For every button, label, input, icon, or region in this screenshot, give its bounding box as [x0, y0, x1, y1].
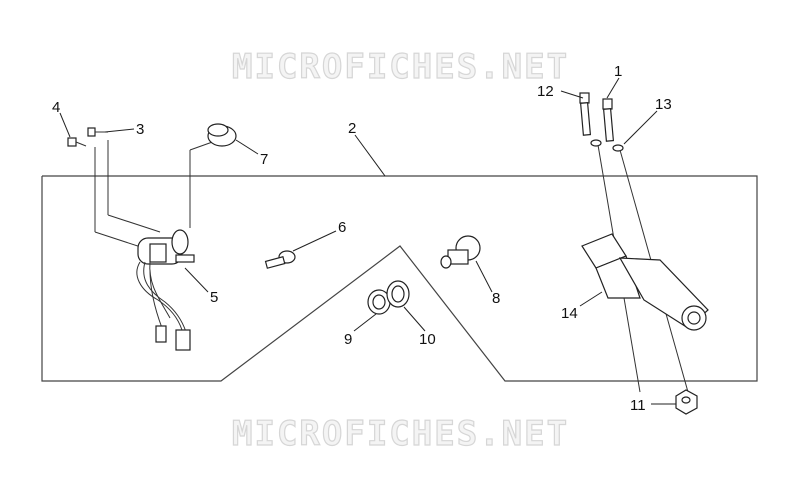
ignition-switch-part — [94, 139, 219, 351]
assembly-outline — [41, 175, 758, 382]
leader-1 — [606, 77, 620, 99]
callout-12: 12 — [537, 83, 554, 100]
watermark-bottom: MICROFICHES.NET — [232, 414, 569, 454]
washer-part-10 — [386, 280, 410, 308]
watermark-top: MICROFICHES.NET — [232, 47, 569, 87]
bolt-part-1 — [602, 98, 615, 142]
key-part-6 — [264, 250, 296, 269]
callout-2: 2 — [348, 120, 356, 137]
washer-part-13 — [590, 139, 624, 152]
callout-3: 3 — [136, 121, 144, 138]
ring-nut-part-9 — [367, 289, 391, 315]
callout-14: 14 — [561, 305, 578, 322]
leader-3 — [104, 128, 135, 133]
leader-13 — [623, 110, 658, 145]
callout-7: 7 — [260, 151, 268, 168]
bracket-part-14 — [581, 233, 709, 331]
callout-1: 1 — [614, 63, 622, 80]
leader-8 — [475, 260, 493, 293]
leader-10 — [403, 306, 426, 332]
leader-4 — [59, 112, 71, 138]
leader-2 — [354, 134, 386, 177]
callout-9: 9 — [344, 331, 352, 348]
leader-14 — [579, 291, 603, 307]
leader-7 — [235, 139, 259, 155]
callout-4: 4 — [52, 99, 60, 116]
leader-5 — [184, 267, 209, 293]
callout-10: 10 — [419, 331, 436, 348]
callout-6: 6 — [338, 219, 346, 236]
callout-8: 8 — [492, 290, 500, 307]
nut-part-11 — [675, 389, 698, 415]
screw-part-4 — [67, 137, 87, 147]
leader-6 — [292, 230, 337, 252]
callout-13: 13 — [655, 96, 672, 113]
callout-5: 5 — [210, 289, 218, 306]
bolt-part-12 — [579, 92, 592, 136]
callout-11: 11 — [630, 397, 646, 414]
leader-12 — [560, 90, 584, 99]
lock-cylinder-part-8 — [440, 235, 481, 269]
leader-9 — [353, 313, 377, 332]
cap-part-7 — [207, 123, 237, 147]
